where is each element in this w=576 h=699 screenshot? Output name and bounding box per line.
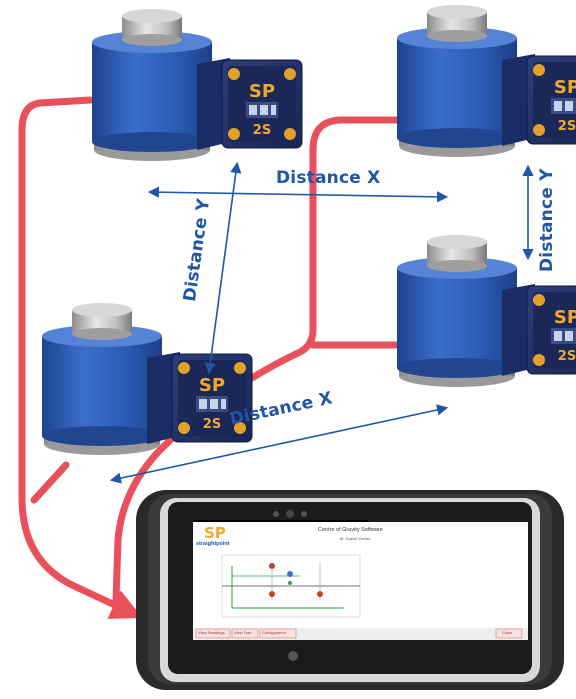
tablet-button-configuration[interactable]: Configuration [262, 630, 286, 635]
tablet-app-title: Centre of Gravity Software [318, 527, 383, 533]
distance-y-right-label: Distance Y [537, 168, 557, 272]
load-cell-bottom-left [41, 302, 253, 456]
load-cell-top-left [91, 8, 303, 162]
distance-y-left-arrow [204, 161, 242, 375]
distance-x-top-arrow [147, 186, 449, 203]
cable-bottom-left [30, 461, 70, 504]
tablet-button-view-test[interactable]: View Test [234, 630, 251, 635]
tablet-app-subtitle: M. Gravel Centre [340, 536, 371, 541]
tablet: SP [136, 490, 564, 690]
load-cell-top-right [396, 4, 576, 158]
tablet-button-close[interactable]: Close [502, 630, 513, 635]
svg-text:SP: SP [204, 524, 226, 542]
distance-x-bottom-arrow [109, 404, 449, 484]
cable-top-left [18, 96, 143, 619]
tablet-button-view-readings[interactable]: View Readings [198, 630, 225, 635]
distance-x-top-label: Distance X [276, 168, 381, 188]
tablet-logo-text: straightpoint [196, 541, 230, 547]
